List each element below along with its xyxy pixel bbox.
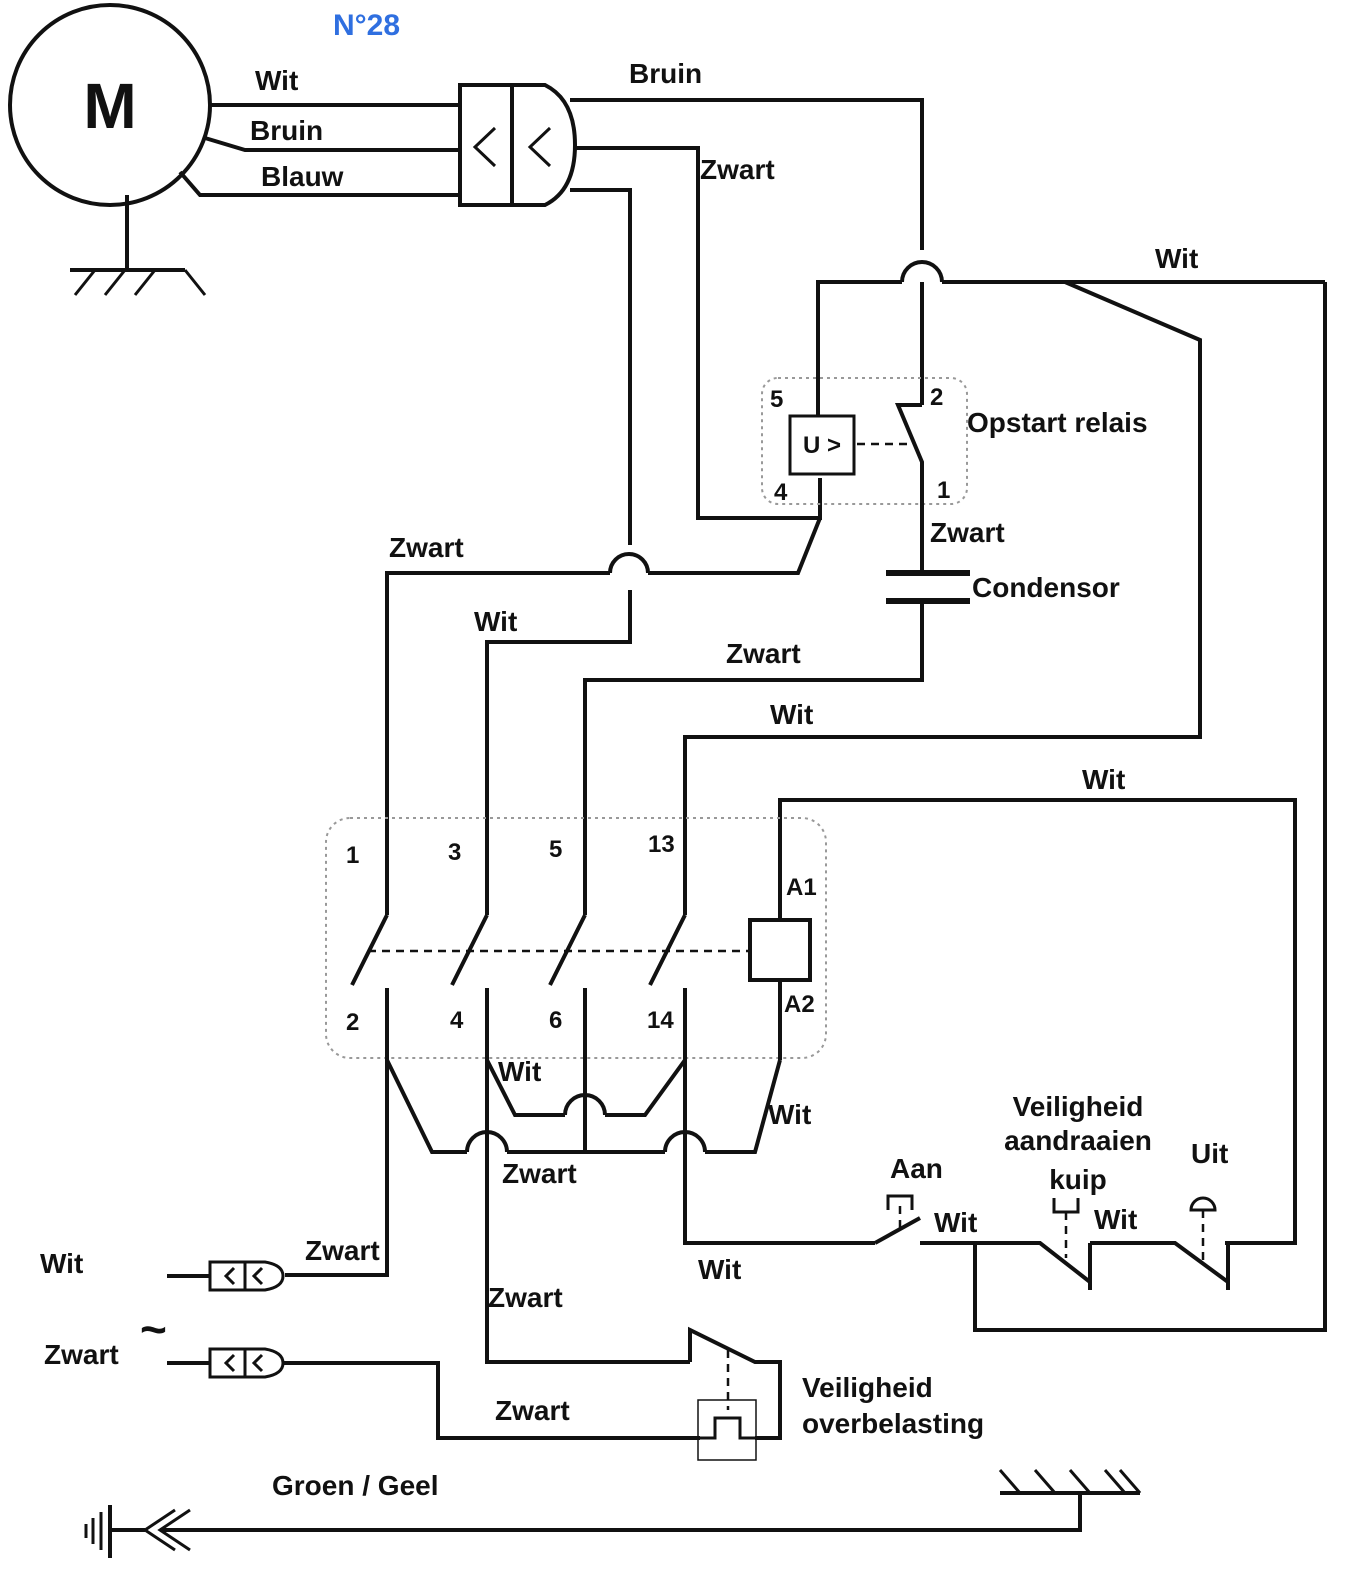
uit-switch-icon — [1189, 1196, 1217, 1262]
relay-label: Opstart relais — [967, 407, 1148, 438]
label-wit-aan-right: Wit — [934, 1207, 977, 1238]
label-safety-line3: kuip — [1049, 1164, 1107, 1195]
label-bottom-zwart: Zwart — [502, 1158, 577, 1189]
label-safety-line1: Veiligheid — [1013, 1091, 1144, 1122]
label-top-bruin: Bruin — [629, 58, 702, 89]
label-bottom-wit-a2: Wit — [768, 1099, 811, 1130]
label-aan: Aan — [890, 1153, 943, 1184]
overload-switch-icon — [688, 1326, 782, 1461]
capacitor-icon — [583, 570, 970, 915]
label-relay-zwart: Zwart — [930, 517, 1005, 548]
label-overload-line2: overbelasting — [802, 1408, 984, 1439]
relay-pin-2: 2 — [930, 384, 943, 411]
contactor-pin-13: 13 — [648, 831, 675, 858]
label-motor-bruin: Bruin — [250, 115, 323, 146]
label-wit-a1: Wit — [1082, 764, 1125, 795]
relay-pin-5: 5 — [770, 386, 783, 413]
a1-wit-wire — [778, 798, 1297, 1245]
motor-connector-icon — [458, 83, 578, 207]
label-supply-wit: Wit — [40, 1248, 83, 1279]
bottom-bridge-wires — [285, 1058, 875, 1364]
aan-switch-icon — [874, 282, 1327, 1332]
supply-wit-connector-icon — [167, 1260, 285, 1292]
safety-kuip-switch-icon — [975, 1198, 1230, 1290]
contactor-pin-4: 4 — [450, 1007, 464, 1034]
contactor-pin-6: 6 — [549, 1007, 562, 1034]
label-bottom-wit-mid: Wit — [498, 1056, 541, 1087]
label-motor-blauw: Blauw — [261, 161, 344, 192]
relay-symbol: U > — [803, 432, 841, 459]
label-wit-13: Wit — [770, 699, 813, 730]
label-motor-wit: Wit — [255, 65, 298, 96]
label-overload-zwart-top: Zwart — [488, 1282, 563, 1313]
motor: M — [8, 3, 212, 270]
label-overload-line1: Veiligheid — [802, 1372, 933, 1403]
relay-to-contactor-wire — [385, 517, 822, 915]
top-wires — [570, 98, 924, 545]
capacitor-label: Condensor — [972, 572, 1120, 603]
contactor-pin-1: 1 — [346, 842, 359, 869]
relay-pin-4: 4 — [774, 479, 788, 506]
label-uit: Uit — [1191, 1138, 1228, 1169]
ground-plug-icon — [84, 1505, 191, 1558]
contactor: 1 3 5 13 2 4 6 14 A1 A2 — [325, 817, 827, 1060]
contactor-pin-5: 5 — [549, 836, 562, 863]
ac-symbol: ~ — [140, 1303, 167, 1355]
label-ground: Groen / Geel — [272, 1470, 439, 1501]
label-safety-line2: aandraaien — [1004, 1125, 1152, 1156]
label-top-zwart: Zwart — [700, 154, 775, 185]
label-supply-zwart: Zwart — [44, 1339, 119, 1370]
motor-ground-icon — [70, 268, 207, 296]
relay-pin-1: 1 — [937, 477, 950, 504]
label-overload-zwart-bottom: Zwart — [495, 1395, 570, 1426]
contactor-pin-14: 14 — [647, 1007, 674, 1034]
contactor-pin-2: 2 — [346, 1009, 359, 1036]
top-wit-wire — [683, 260, 1325, 915]
label-zwart-5: Zwart — [726, 638, 801, 669]
label-left-zwart: Zwart — [389, 532, 464, 563]
start-relay: U > 5 2 4 1 Opstart relais — [761, 377, 1148, 572]
label-wit-veiligheid: Wit — [1094, 1204, 1137, 1235]
diagram-title: N°28 — [333, 9, 400, 42]
label-wit-3: Wit — [474, 606, 517, 637]
motor-wires — [178, 103, 460, 197]
label-top-right-wit: Wit — [1155, 243, 1198, 274]
supply-zwart-connector-icon — [167, 1347, 700, 1440]
label-input-zwart-top: Zwart — [305, 1235, 380, 1266]
earth-ground-icon — [160, 1469, 1142, 1532]
wit-3-wire — [485, 590, 632, 915]
contactor-pin-3: 3 — [448, 839, 461, 866]
label-wit-aan-left: Wit — [698, 1254, 741, 1285]
motor-symbol: M — [83, 70, 136, 142]
coil-pin-a2: A2 — [784, 991, 815, 1018]
coil-pin-a1: A1 — [786, 874, 817, 901]
